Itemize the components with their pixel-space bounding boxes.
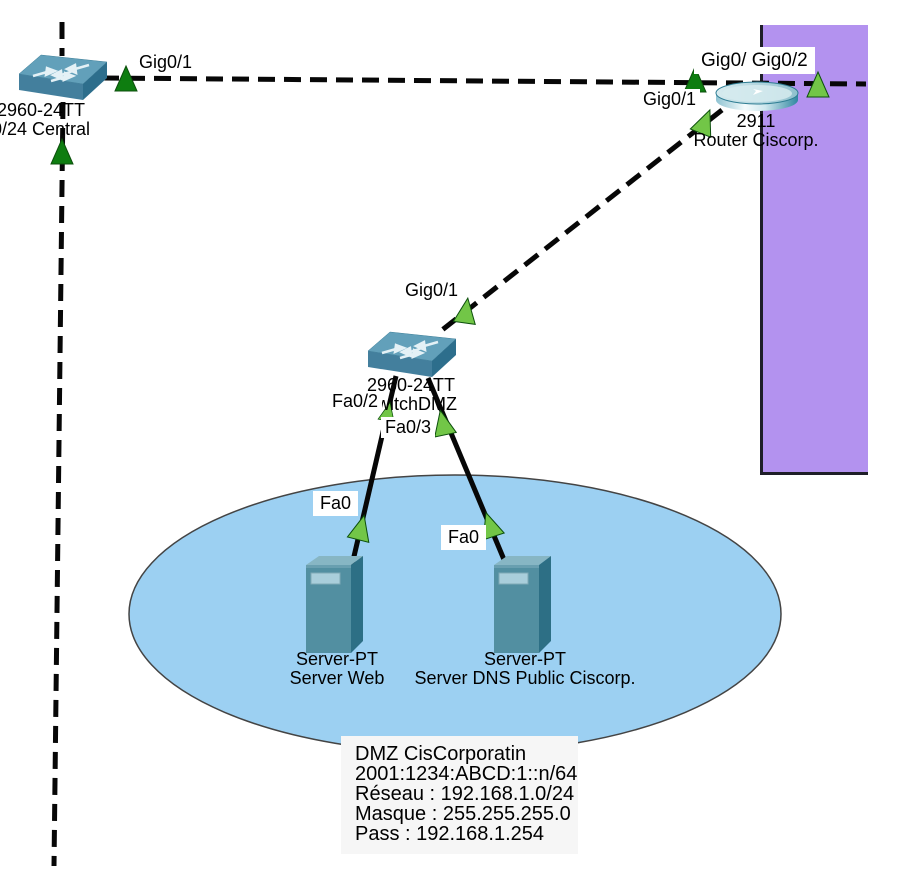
- status-triangle-dmz-fa03: [434, 409, 458, 438]
- router-icon[interactable]: [715, 81, 799, 122]
- server-dns-model: Server-PT: [483, 649, 566, 669]
- port-label-web-fa0: Fa0: [313, 491, 359, 516]
- central-switch-label: 2960-24TT 0/24 Central: [0, 101, 124, 138]
- link-router-dmzswitch: [435, 108, 724, 336]
- server-dns-icon[interactable]: [494, 556, 552, 658]
- dmz-note-line-2: 2001:1234:ABCD:1::n/64: [355, 763, 578, 785]
- server-dns-label: Server-PT Server DNS Public Ciscorp.: [400, 650, 650, 687]
- port-label-dmz-fa02: Fa0/2: [328, 391, 383, 412]
- status-triangle-central-gig01: [114, 64, 138, 92]
- port-label-router-gig0: Gig0/: [701, 50, 747, 71]
- dmz-switch-model: 2960-24TT: [366, 375, 456, 395]
- server-dns-name: Server DNS Public Ciscorp.: [414, 667, 636, 688]
- port-label-router-gig02: Gig0/2: [751, 50, 808, 71]
- server-web-label: Server-PT Server Web: [257, 650, 417, 687]
- port-label-dns-fa0: Fa0: [441, 525, 487, 550]
- central-switch-icon[interactable]: [17, 52, 108, 111]
- status-triangle-web-fa0: [346, 514, 370, 543]
- dmz-switch-icon[interactable]: [366, 329, 457, 388]
- port-label-router-gig01: Gig0/1: [639, 89, 701, 110]
- central-switch-model: 2960-24TT: [0, 100, 86, 120]
- port-label-dmz-gig01: Gig0/1: [401, 280, 463, 301]
- port-label-central-gig01: Gig0/1: [135, 52, 197, 73]
- dmz-switch-name: SwitchDMZ: [364, 393, 457, 414]
- dmz-note-line-4: Masque : 255.255.255.0: [355, 803, 571, 825]
- status-triangle-router-gig02: [806, 70, 830, 98]
- link-central-down: [51, 101, 66, 867]
- status-triangle-router-gig01: [689, 108, 712, 138]
- router-name: Router Ciscorp.: [693, 129, 819, 150]
- dmz-note-line-5: Pass : 192.168.1.254: [355, 823, 545, 845]
- server-web-icon[interactable]: [306, 556, 364, 658]
- dmz-note-box: DMZ CisCorporatin 2001:1234:ABCD:1::n/64…: [341, 736, 578, 854]
- server-web-model: Server-PT: [295, 649, 378, 669]
- dmz-switch-label: 2960-24TT SwitchDMZ: [331, 376, 491, 413]
- status-triangle-central-down: [50, 137, 74, 165]
- port-label-router-gig0-gig02: Gig0/ Gig0/2: [694, 47, 815, 74]
- router-label: 2911 Router Ciscorp.: [676, 112, 836, 149]
- central-switch-name: 0/24 Central: [0, 118, 91, 139]
- dmz-ellipse: [128, 474, 782, 754]
- dmz-note-line-3: Réseau : 192.168.1.0/24: [355, 783, 575, 805]
- server-web-name: Server Web: [289, 667, 385, 688]
- dmz-note-line-1: DMZ CisCorporatin: [355, 743, 527, 765]
- status-triangle-dmz-gig01: [452, 296, 476, 326]
- port-label-dmz-fa03: Fa0/3: [381, 417, 436, 438]
- router-model: 2911: [736, 111, 776, 131]
